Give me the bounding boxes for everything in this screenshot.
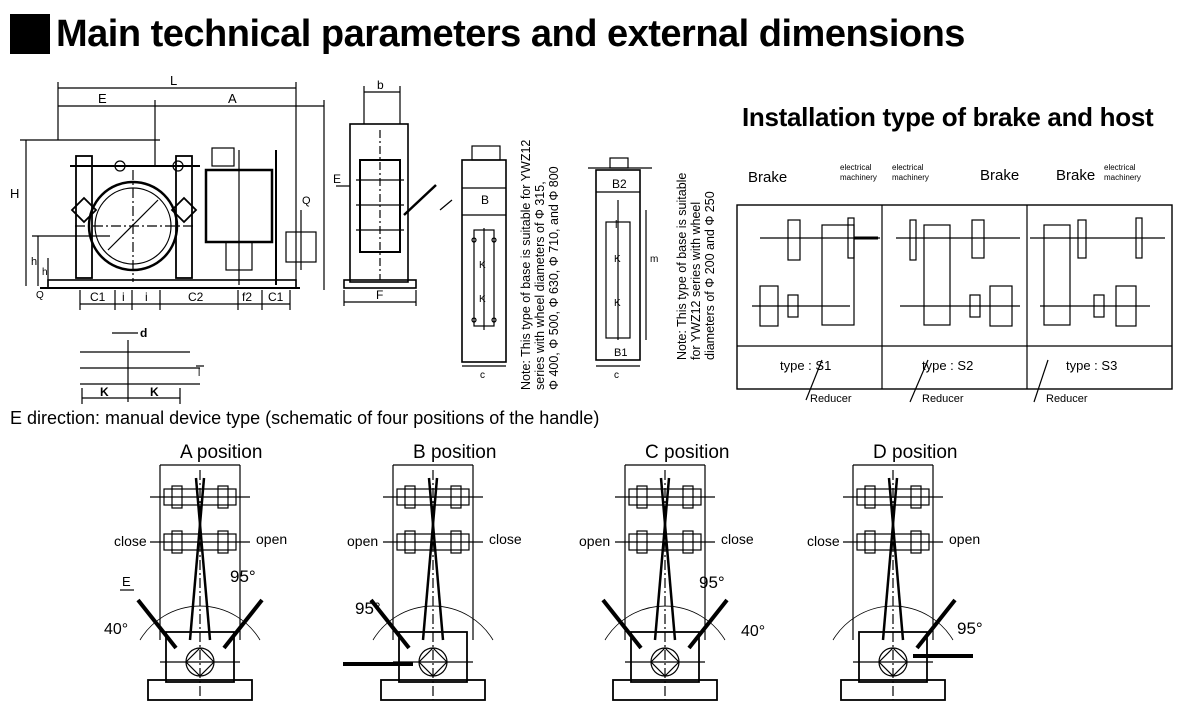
dim-C1: C1 <box>90 290 106 304</box>
position-d-left-label: close <box>807 533 840 549</box>
dim-H: H <box>10 186 19 201</box>
position-d-title: D position <box>873 442 958 463</box>
base-right-m: m <box>650 254 658 265</box>
position-c-right-label: close <box>721 531 754 547</box>
position-c: C position open close 95° 40° <box>579 442 765 701</box>
title-square-icon <box>10 14 50 54</box>
position-b-angle1: 95° <box>355 599 381 618</box>
s2-brake-label: Brake <box>980 167 1019 184</box>
position-c-angle1: 95° <box>699 573 725 592</box>
base-right-K1: K <box>614 254 621 265</box>
base-left-K1: K <box>479 260 486 271</box>
dim-i2: i <box>145 290 148 304</box>
brake-front-view: b E F <box>333 78 453 306</box>
position-d-angle1: 95° <box>957 619 983 638</box>
s3-reducer-label: Reducer <box>1046 393 1088 405</box>
dim-Q2: Q <box>302 195 311 207</box>
position-a-left-label: close <box>114 533 147 549</box>
base-right-K2: K <box>614 298 621 309</box>
base-left-note-line2: series with wheel diameters of Φ 315, <box>533 181 547 390</box>
base-left-c: c <box>480 370 485 381</box>
dim-K2: K <box>150 385 159 399</box>
position-b-right-label: close <box>489 531 522 547</box>
dim-L: L <box>170 73 177 88</box>
dim-C1b: C1 <box>268 290 284 304</box>
base-plan-large: B K K c Note: This type of base is suita… <box>461 136 561 390</box>
position-d: D position close open 95° <box>807 442 983 701</box>
s3-type-label: type : S3 <box>1066 358 1117 373</box>
position-b-title: B position <box>413 442 496 463</box>
base-right-l: l <box>615 219 617 231</box>
base-right-note-line1: Note: This type of base is suitable <box>675 173 689 360</box>
dim-h1: h <box>31 256 37 268</box>
base-left-note-line3: Φ 400, Φ 500, Φ 630, Φ 710, and Φ 800 <box>547 166 561 390</box>
s2-reducer-label: Reducer <box>922 393 964 405</box>
base-plan-small: B2 l K K m B1 c Note: This type of base … <box>588 157 717 381</box>
dim-b: b <box>377 78 384 92</box>
hole-detail: d K K l <box>80 326 204 404</box>
e-direction-caption: E direction: manual device type (schemat… <box>10 408 600 428</box>
position-a-e-label: E <box>122 574 131 589</box>
dim-F: F <box>376 288 383 302</box>
position-d-right-label: open <box>949 531 980 547</box>
dim-f2: f2 <box>242 290 252 304</box>
title-text: Main technical parameters and external d… <box>56 12 965 55</box>
brake-side-view: L E A H h h Q C1 i i C2 f2 C1 <box>10 73 325 310</box>
dim-C2: C2 <box>188 290 204 304</box>
handle-positions: A position close open 95° 40° E B position open… <box>104 442 983 701</box>
position-a: A position close open 95° 40° E <box>104 442 287 701</box>
dim-d: d <box>140 326 147 340</box>
dim-Edir: E <box>333 172 341 186</box>
s2-type-label: type : S2 <box>922 358 973 373</box>
dim-l: l <box>198 368 200 379</box>
svg-text:Note: This type of base is sui: Note: This type of base is suitable for … <box>675 169 717 360</box>
svg-text:Note: This type of base is sui: Note: This type of base is suitable for … <box>519 136 561 390</box>
position-b: B position open close 95° <box>343 442 522 701</box>
position-c-title: C position <box>645 442 730 463</box>
position-a-angle1: 95° <box>230 567 256 586</box>
s1-reducer-label: Reducer <box>810 393 852 405</box>
s1-type-label: type : S1 <box>780 358 831 373</box>
base-right-c: c <box>614 370 619 381</box>
page-title: Main technical parameters and external d… <box>10 10 965 58</box>
base-right-note-line2: for YWZ12 series with wheel <box>689 202 703 360</box>
dim-A: A <box>228 91 237 106</box>
position-c-left-label: open <box>579 533 610 549</box>
position-a-right-label: open <box>256 531 287 547</box>
position-b-left-label: open <box>347 533 378 549</box>
position-c-angle2: 40° <box>741 623 765 640</box>
base-right-B2: B2 <box>612 177 627 191</box>
s3-brake-label: Brake <box>1056 167 1095 184</box>
install-title: Installation type of brake and host <box>742 102 1154 132</box>
base-right-note-line3: diameters of Φ 200 and Φ 250 <box>703 191 717 360</box>
base-left-K2: K <box>479 294 486 305</box>
position-a-angle2: 40° <box>104 621 128 638</box>
s1-brake-label: Brake <box>748 169 787 186</box>
dim-Q: Q <box>36 290 44 301</box>
dim-h2: h <box>42 267 48 278</box>
position-a-title: A position <box>180 442 262 463</box>
base-left-note-line1: Note: This type of base is suitable for … <box>519 140 533 390</box>
dim-E: E <box>98 91 107 106</box>
dim-i1: i <box>122 290 125 304</box>
base-left-B: B <box>481 193 489 207</box>
dim-K1: K <box>100 385 109 399</box>
base-right-B1: B1 <box>614 347 627 359</box>
